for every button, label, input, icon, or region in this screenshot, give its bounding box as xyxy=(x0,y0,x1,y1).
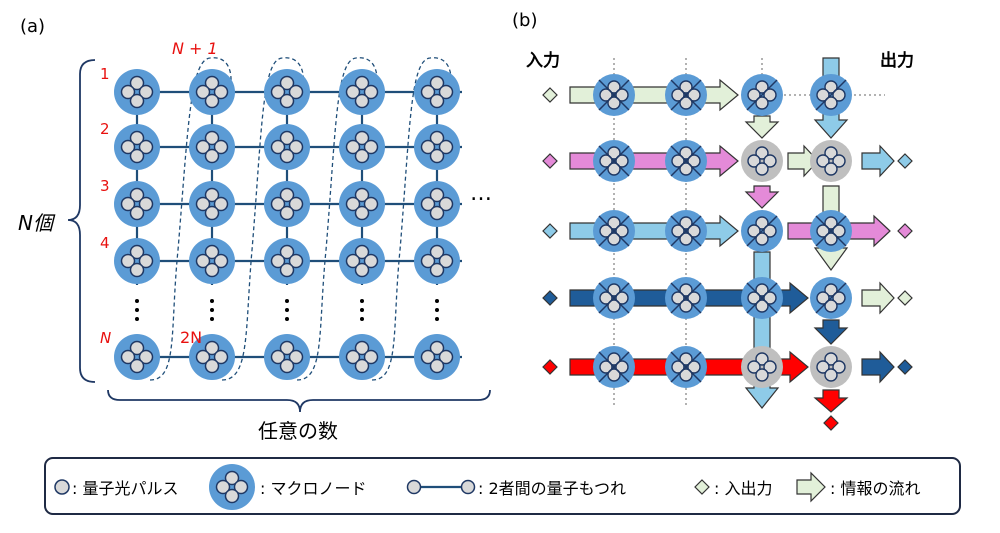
n-count-label: N個 xyxy=(18,211,56,235)
input-label: 入力 xyxy=(526,50,560,71)
legend-entanglement: : 2者間の量子もつれ xyxy=(478,479,626,498)
io-diamond-icon xyxy=(694,479,710,495)
legend-io: : 入出力 xyxy=(714,479,772,498)
vertical-ellipsis xyxy=(135,299,439,321)
legend-flow: : 情報の流れ xyxy=(830,479,920,498)
label-n-plus-1: N + 1 xyxy=(172,39,218,58)
macronode-icon xyxy=(208,463,256,511)
row-label-3: 3 xyxy=(100,177,110,195)
row-label-4: 4 xyxy=(100,234,110,252)
panel-a-label: (a) xyxy=(20,16,45,37)
output-label: 出力 xyxy=(880,50,914,71)
legend-pulse: : 量子光パルス xyxy=(72,479,178,498)
dashed-connections xyxy=(149,57,452,381)
entanglement-icon xyxy=(406,479,476,495)
legend: : 量子光パルス : マクロノード : 2者間の量子もつれ : 入出力 : 情報… xyxy=(44,457,961,515)
legend-box xyxy=(44,457,961,515)
row-label-1: 1 xyxy=(100,65,110,83)
label-2n: 2N xyxy=(180,328,202,347)
row-label-n: N xyxy=(100,329,111,347)
panel-b-label: (b) xyxy=(512,10,537,31)
arbitrary-number-label: 任意の数 xyxy=(258,419,338,443)
panel-a: (a) N個 任意の数 xyxy=(18,16,492,443)
pulse-icon xyxy=(54,479,70,495)
panel-b: (b) 入力 出力 xyxy=(512,10,914,431)
arbitrary-number-brace xyxy=(107,389,491,413)
horizontal-ellipsis: … xyxy=(470,181,492,206)
output-markers xyxy=(823,153,913,431)
input-markers xyxy=(542,87,558,375)
n-count-brace xyxy=(67,59,96,383)
flow-arrow-icon xyxy=(796,471,826,503)
row-label-2: 2 xyxy=(100,120,110,138)
legend-macronode: : マクロノード xyxy=(260,479,366,498)
